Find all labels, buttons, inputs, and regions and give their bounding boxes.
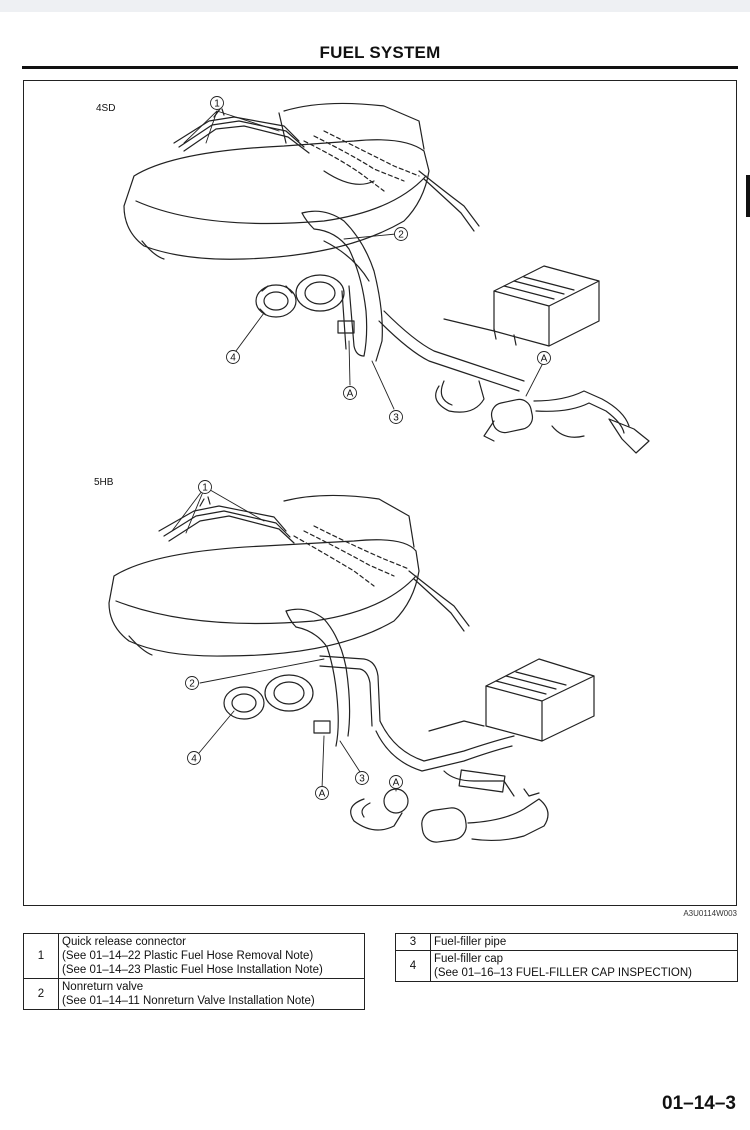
- callout-4-top: 4: [230, 353, 236, 364]
- callout-1-top: 1: [214, 99, 220, 110]
- legend-row: 2 Nonreturn valve (See 01–14–11 Nonretur…: [23, 978, 365, 1010]
- diagram-svg: 4SD 5HB 1 2 4 A 3 A 1 2 4 A 3 A: [94, 96, 650, 843]
- callout-leaders: [171, 110, 545, 792]
- legend-line: Quick release connector: [62, 936, 187, 948]
- legend-table-right: 3 Fuel-filler pipe 4 Fuel-filler cap (Se…: [395, 933, 738, 982]
- callout-a-bottom-left: A: [319, 789, 326, 800]
- legend-line: Nonreturn valve: [62, 981, 144, 993]
- top-assembly-drawing: [123, 102, 650, 454]
- legend-line: (See 01–14–11 Nonreturn Valve Installati…: [62, 995, 315, 1007]
- page-number: 01–14–3: [662, 1093, 736, 1114]
- callout-4-bottom: 4: [191, 754, 197, 765]
- legend-number: 3: [395, 933, 431, 951]
- legend-line: (See 01–14–23 Plastic Fuel Hose Installa…: [62, 964, 323, 976]
- callout-1-bottom: 1: [202, 483, 208, 494]
- legend-line: (See 01–14–22 Plastic Fuel Hose Removal …: [62, 950, 314, 962]
- panel-label-4sd: 4SD: [96, 103, 115, 114]
- callout-a-bottom-right: A: [393, 778, 400, 789]
- legend-table-left: 1 Quick release connector (See 01–14–22 …: [23, 933, 365, 1010]
- legend-text: Fuel-filler pipe: [430, 933, 738, 951]
- legend-text: Quick release connector (See 01–14–22 Pl…: [58, 933, 365, 979]
- top-strip: [0, 0, 750, 12]
- bottom-assembly-drawing: [108, 494, 595, 843]
- legend-text: Fuel-filler cap (See 01–16–13 FUEL-FILLE…: [430, 950, 738, 982]
- callout-a-top-right: A: [541, 354, 548, 365]
- page-title: FUEL SYSTEM: [319, 43, 441, 62]
- fuel-system-diagram: 4SD 5HB 1 2 4 A 3 A 1 2 4 A 3 A: [23, 80, 737, 906]
- legend-text: Nonreturn valve (See 01–14–11 Nonreturn …: [58, 978, 365, 1010]
- legend-line: Fuel-filler pipe: [434, 936, 507, 948]
- legend-row: 3 Fuel-filler pipe: [395, 933, 738, 951]
- legend-row: 4 Fuel-filler cap (See 01–16–13 FUEL-FIL…: [395, 950, 738, 982]
- callout-3-bottom: 3: [359, 774, 365, 785]
- figure-code: A3U0114W003: [683, 909, 737, 918]
- legend-number: 1: [23, 933, 59, 979]
- callout-2-bottom: 2: [189, 679, 195, 690]
- legend-line: Fuel-filler cap: [434, 953, 504, 965]
- callout-3-top: 3: [393, 413, 399, 424]
- legend-row: 1 Quick release connector (See 01–14–22 …: [23, 933, 365, 979]
- section-tab-marker: [746, 175, 750, 217]
- panel-label-5hb: 5HB: [94, 477, 114, 488]
- title-rule: [22, 66, 738, 69]
- legend-number: 2: [23, 978, 59, 1010]
- legend-line: (See 01–16–13 FUEL-FILLER CAP INSPECTION…: [434, 967, 693, 979]
- legend-number: 4: [395, 950, 431, 982]
- callout-2-top: 2: [398, 230, 404, 241]
- callout-a-top-left: A: [347, 389, 354, 400]
